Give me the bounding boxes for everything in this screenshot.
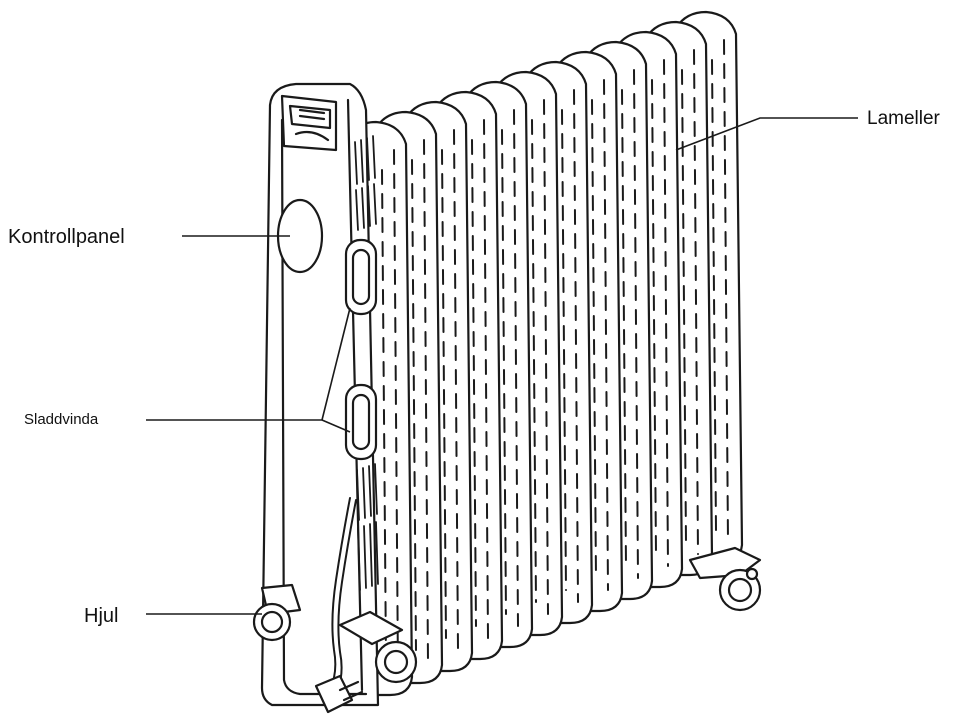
- front-wheel-left: [252, 583, 302, 642]
- label-fins: Lameller: [867, 108, 941, 129]
- label-cord-winder: Sladdvinda: [24, 411, 99, 428]
- label-wheels: Hjul: [84, 605, 118, 627]
- front-foot: [338, 610, 418, 684]
- power-cord: [329, 497, 357, 691]
- label-control-panel: Kontrollpanel: [8, 226, 125, 248]
- leader-line-cord-winder-lower: [321, 419, 351, 433]
- cord-winder-upper: [344, 238, 378, 316]
- plug: [314, 674, 364, 714]
- cord-winder-lower: [344, 383, 378, 461]
- vent-slots-lower: [356, 463, 379, 591]
- leader-line-fins: [675, 117, 858, 151]
- vent-slots-upper: [354, 135, 377, 231]
- leader-line-cord-winder-upper: [321, 307, 351, 421]
- thermostat-box: [280, 94, 338, 152]
- rear-foot: [688, 546, 762, 612]
